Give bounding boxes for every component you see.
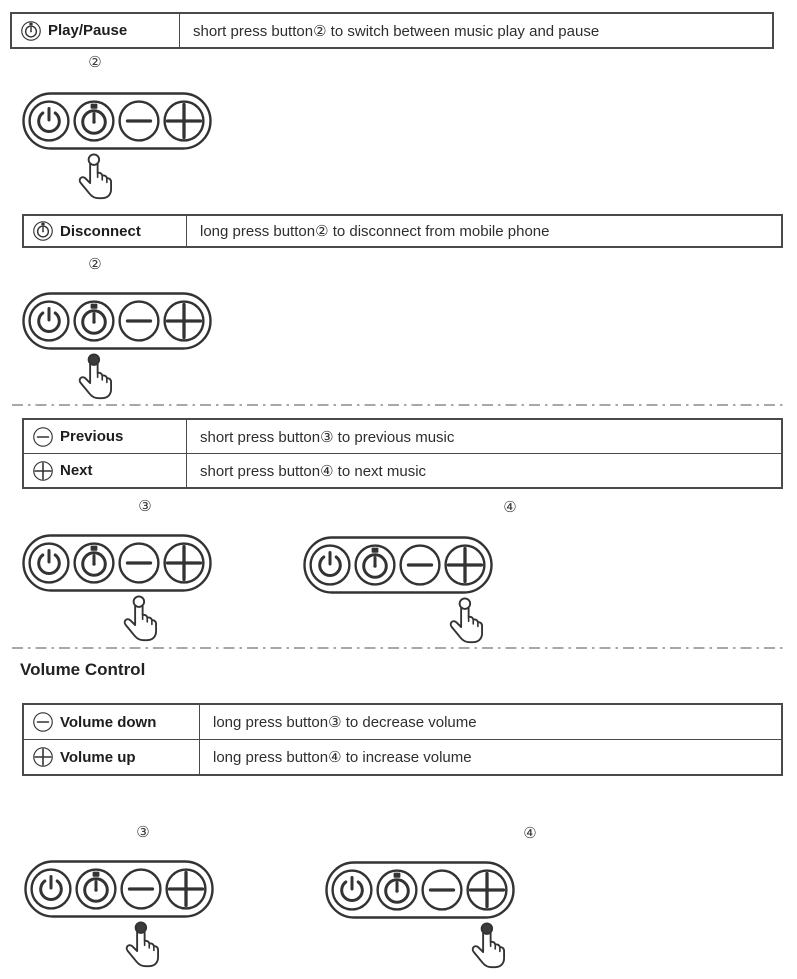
minus-circle-icon	[33, 427, 53, 447]
feature-description: short press button④ to next music	[200, 462, 427, 480]
plus-circle-icon	[33, 747, 53, 767]
feature-label-cell: Play/Pause	[12, 14, 180, 47]
feature-description: long press button② to disconnect from mo…	[200, 223, 550, 240]
power-icon	[309, 544, 351, 586]
button-panel-illustration	[325, 861, 515, 973]
feature-description: long press button③ to decrease volume	[213, 714, 477, 731]
control-panel-graphic	[22, 292, 212, 350]
callout-number: ②	[88, 256, 102, 273]
stopwatch-icon	[73, 100, 115, 142]
button-panel-illustration	[22, 292, 212, 404]
feature-label: Volume down	[60, 713, 157, 731]
stopwatch-icon	[73, 542, 115, 584]
plus-icon	[165, 868, 207, 910]
minus-icon	[118, 100, 160, 142]
callout-number: ③	[138, 498, 152, 515]
plus-icon	[444, 544, 486, 586]
button-panel-illustration	[22, 534, 212, 646]
callout-number: ④	[523, 825, 537, 842]
play-pause-table: Play/Pause short press button② to switch…	[10, 12, 774, 49]
plus-icon	[163, 300, 205, 342]
callout-number: ③	[136, 824, 150, 841]
feature-label: Volume up	[60, 748, 136, 766]
table-row: Disconnect long press button② to disconn…	[24, 216, 781, 246]
tap-hand-icon	[122, 595, 162, 644]
table-row: Previous short press button③ to previous…	[24, 420, 781, 453]
prev-next-table: Previous short press button③ to previous…	[22, 418, 783, 489]
control-panel-graphic	[325, 861, 515, 919]
minus-icon	[421, 869, 463, 911]
power-icon	[28, 300, 70, 342]
stopwatch-icon	[21, 21, 41, 41]
feature-label-cell: Next	[24, 454, 187, 487]
feature-description: short press button③ to previous music	[200, 428, 455, 446]
tap-hand-icon	[77, 353, 117, 402]
power-icon	[331, 869, 373, 911]
stopwatch-icon	[376, 869, 418, 911]
power-icon	[28, 100, 70, 142]
stopwatch-icon	[73, 300, 115, 342]
stopwatch-icon	[354, 544, 396, 586]
table-row: Volume down long press button③ to decrea…	[24, 705, 781, 739]
minus-icon	[120, 868, 162, 910]
feature-label: Disconnect	[60, 222, 141, 240]
control-panel-graphic	[24, 860, 214, 918]
button-panel-illustration	[24, 860, 214, 972]
control-panel-graphic	[303, 536, 493, 594]
plus-icon	[466, 869, 508, 911]
control-panel-graphic	[22, 534, 212, 592]
feature-label: Previous	[60, 428, 124, 445]
minus-icon	[118, 300, 160, 342]
plus-circle-icon	[33, 461, 53, 481]
table-row: Next short press button④ to next music	[24, 453, 781, 487]
callout-number: ②	[88, 54, 102, 71]
volume-table: Volume down long press button③ to decrea…	[22, 703, 783, 776]
power-icon	[30, 868, 72, 910]
dashed-divider	[12, 647, 784, 649]
feature-label-cell: Volume down	[24, 705, 200, 739]
minus-icon	[118, 542, 160, 584]
tap-hand-icon	[77, 153, 117, 202]
feature-label: Next	[60, 462, 93, 479]
power-icon	[28, 542, 70, 584]
plus-icon	[163, 542, 205, 584]
section-heading: Volume Control	[20, 660, 146, 679]
stopwatch-icon	[75, 868, 117, 910]
tap-hand-icon	[448, 597, 488, 646]
button-panel-illustration	[22, 92, 212, 204]
stopwatch-icon	[33, 221, 53, 241]
table-row: Volume up long press button④ to increase…	[24, 739, 781, 774]
feature-label: Play/Pause	[48, 22, 128, 39]
minus-icon	[399, 544, 441, 586]
plus-icon	[163, 100, 205, 142]
feature-label-cell: Volume up	[24, 740, 200, 774]
table-row: Play/Pause short press button② to switch…	[12, 14, 772, 47]
callout-number: ④	[503, 499, 517, 516]
feature-description: long press button④ to increase volume	[213, 749, 472, 766]
tap-hand-icon	[124, 921, 164, 970]
feature-label-cell: Previous	[24, 420, 187, 453]
disconnect-table: Disconnect long press button② to disconn…	[22, 214, 783, 248]
tap-hand-icon	[470, 922, 510, 971]
feature-label-cell: Disconnect	[24, 216, 187, 246]
minus-circle-icon	[33, 712, 53, 732]
feature-description: short press button② to switch between mu…	[193, 22, 600, 40]
control-panel-graphic	[22, 92, 212, 150]
button-panel-illustration	[303, 536, 493, 648]
dashed-divider	[12, 404, 784, 406]
